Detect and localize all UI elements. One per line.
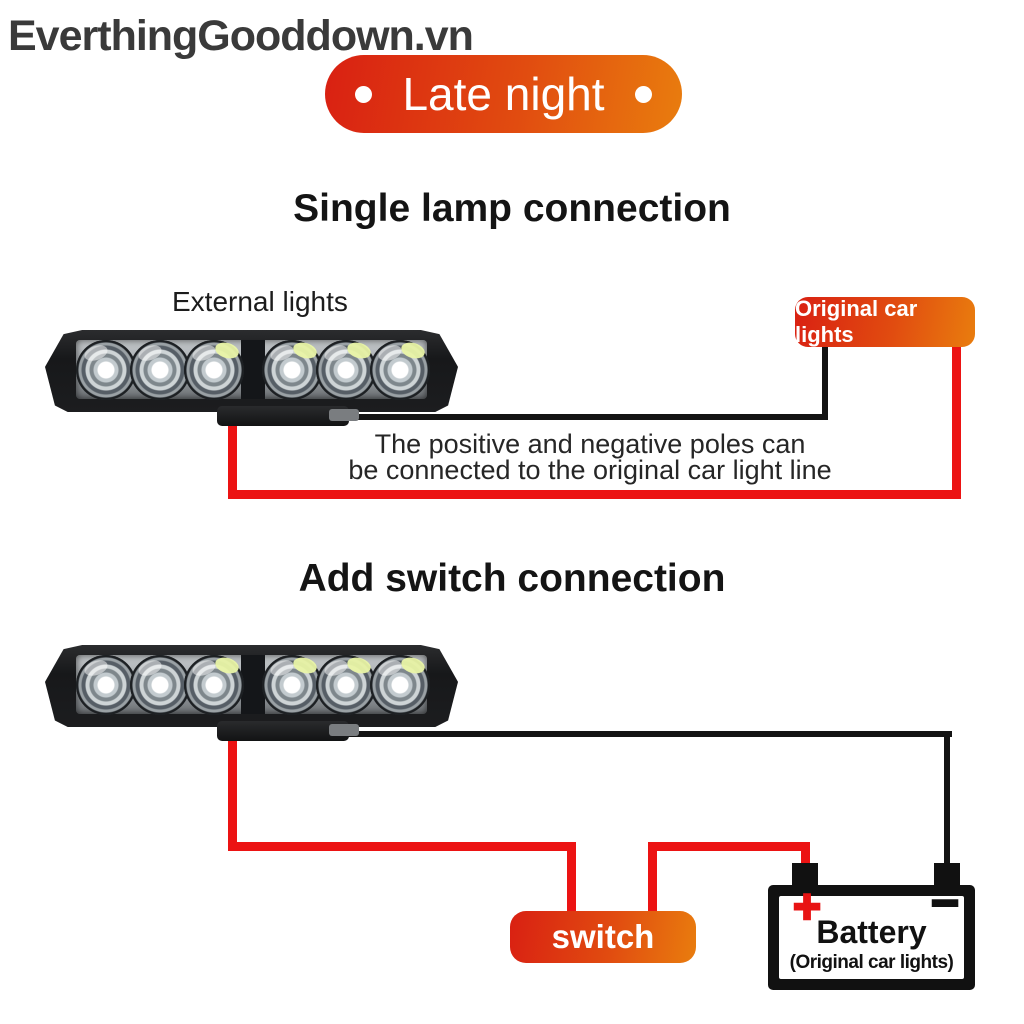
red-wire-lamp1-down: [228, 422, 237, 498]
lamp-housing: [45, 330, 458, 412]
lens-group-right: [262, 339, 430, 400]
heading-add-switch: Add switch connection: [298, 557, 726, 600]
lamp-mount-bracket: [217, 721, 359, 741]
red-wire-lamp1-across: [228, 490, 961, 499]
battery-terminal-negative: [934, 863, 960, 887]
led-lens: [184, 654, 244, 715]
note-line-2: be connected to the original car light l…: [348, 455, 832, 485]
led-lens: [316, 339, 376, 400]
led-lens: [370, 654, 430, 715]
red-wire-lamp2-across: [228, 842, 576, 851]
led-light-bar-2: [45, 645, 458, 741]
dot-icon: [635, 85, 652, 103]
original-car-lights-badge: Original car lights: [795, 296, 975, 347]
led-lens: [262, 339, 322, 400]
black-wire-to-battery: [944, 731, 950, 871]
lens-group-right: [262, 654, 430, 715]
battery-face: + − Battery (Original car lights): [779, 878, 964, 979]
lamp-housing: [45, 645, 458, 727]
led-lens: [76, 339, 136, 400]
lens-group-left: [76, 654, 244, 715]
black-wire-lamp1-across: [338, 414, 828, 420]
led-lens: [316, 654, 376, 715]
black-wire-lamp2-across: [338, 731, 952, 737]
led-lens: [184, 339, 244, 400]
note-line-1: The positive and negative poles can: [374, 429, 806, 459]
battery-terminal-positive: [792, 863, 818, 887]
led-light-bar-1: [45, 330, 458, 426]
led-lens: [130, 654, 190, 715]
red-wire-out-of-switch: [648, 842, 657, 916]
wire-connector: [329, 409, 359, 421]
lamp-mount-bracket: [217, 406, 359, 426]
battery: + − Battery (Original car lights): [768, 863, 975, 990]
banner-label: Late night: [402, 68, 605, 120]
red-wire-switch-to-battery: [648, 842, 810, 851]
plus-icon: +: [792, 881, 823, 934]
lamp-window: [76, 654, 430, 715]
black-wire-to-original-lights: [822, 345, 828, 420]
dot-icon: [355, 85, 372, 103]
lens-group-left: [76, 339, 244, 400]
led-lens: [262, 654, 322, 715]
external-lights-label: External lights: [172, 286, 348, 317]
led-lens: [370, 339, 430, 400]
red-wire-into-switch: [567, 842, 576, 916]
lamp-window: [76, 339, 430, 400]
battery-label: Battery: [816, 914, 927, 950]
red-wire-into-plus-terminal: [801, 845, 810, 869]
lamp-center-divider: [241, 340, 265, 399]
red-wire-to-original-lights: [952, 345, 961, 499]
switch-badge: switch: [510, 911, 696, 963]
wire-connector: [329, 724, 359, 736]
red-wire-lamp2-down: [228, 739, 237, 849]
watermark: EverthingGooddown.vn: [8, 12, 474, 60]
heading-single-lamp: Single lamp connection: [293, 187, 731, 230]
battery-sublabel: (Original car lights): [789, 952, 954, 973]
connection-note: The positive and negative poles can be c…: [170, 429, 1010, 485]
led-lens: [130, 339, 190, 400]
lamp-center-divider: [241, 655, 265, 714]
late-night-banner: Late night: [325, 55, 682, 133]
led-lens: [76, 654, 136, 715]
